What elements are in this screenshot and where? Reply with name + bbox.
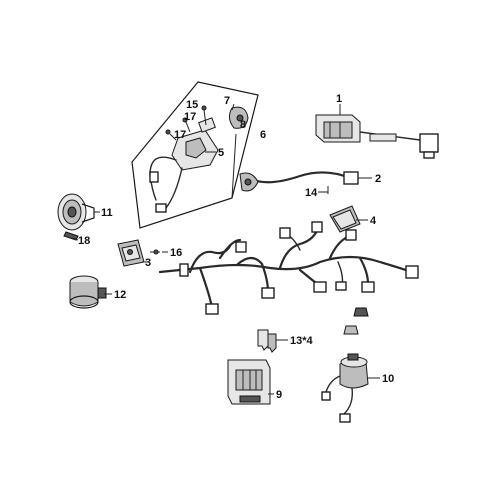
callout-3: 3 (145, 257, 151, 269)
part-13-fuses (257, 329, 277, 353)
leader-lines (71, 103, 380, 395)
callout-5: 5 (218, 147, 224, 159)
callout-4: 4 (370, 215, 377, 227)
part-4-sensor (329, 205, 361, 233)
callout-2: 2 (375, 173, 381, 185)
callout-10: 10 (382, 373, 394, 385)
callout-16: 16 (170, 247, 182, 259)
part-10-ignition-switch (321, 307, 369, 423)
callout-17b: 17 (174, 129, 186, 141)
part-2-cable (239, 171, 359, 194)
callout-1: 1 (336, 93, 342, 105)
part-3-bracket (117, 239, 160, 267)
part-6-switch-panel (131, 81, 259, 229)
callout-14: 14 (305, 187, 318, 199)
main-wiring-harness (158, 221, 419, 315)
callout-7: 7 (224, 95, 230, 107)
callout-17a: 17 (184, 111, 196, 123)
callout-18: 18 (78, 235, 90, 247)
part-11-horn (57, 193, 95, 241)
part-9-fuse-box (227, 359, 271, 405)
part-1-module (315, 114, 439, 159)
callout-9: 9 (276, 389, 282, 401)
callout-6: 6 (260, 129, 266, 141)
callout-11: 11 (101, 207, 113, 219)
callout-13: 13*4 (290, 335, 314, 347)
part-12-relay (69, 275, 107, 309)
callout-8: 8 (240, 119, 246, 131)
callout-15: 15 (186, 99, 198, 111)
callout-12: 12 (114, 289, 126, 301)
